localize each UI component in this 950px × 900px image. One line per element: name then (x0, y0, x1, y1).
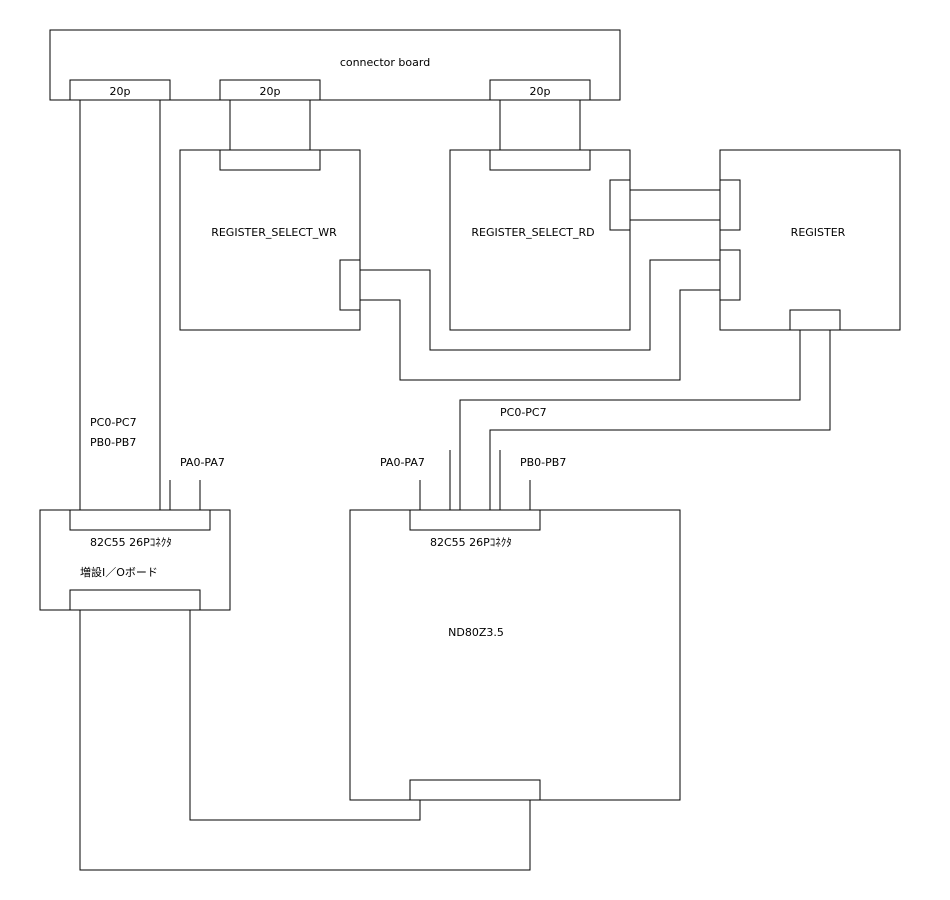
nd-signal-pc-label: PC0-PC7 (500, 406, 547, 419)
nd-signal-pa-label: PA0-PA7 (380, 456, 425, 469)
wire-wr-reg-a (360, 259, 720, 351)
wire-wr-reg-b (360, 289, 720, 381)
register-select-rd-box (449, 149, 631, 331)
connector-20p-left (69, 79, 171, 101)
register-select-wr-side-connector (339, 259, 361, 311)
io-signal-pc-label: PC0-PC7 (90, 416, 137, 429)
register-connector-bottom (789, 309, 841, 331)
nd80z-box (349, 509, 681, 801)
register-select-wr-top-connector (219, 149, 321, 171)
register-select-wr-label: REGISTER_SELECT_WR (211, 226, 337, 239)
connector-20p-mid-label: 20p (260, 85, 281, 98)
nd80z-connector-label: 82C55 26Pｺﾈｸﾀ (430, 536, 512, 549)
nd-signal-pb-label: PB0-PB7 (520, 456, 566, 469)
nd80z-label: ND80Z3.5 (448, 626, 504, 639)
register-select-rd-top-connector (489, 149, 591, 171)
wire-reg-nd-a (459, 330, 801, 510)
register-label: REGISTER (791, 226, 846, 239)
io-board-bottom-connector (69, 589, 201, 611)
connector-20p-left-label: 20p (110, 85, 131, 98)
io-board-label: 増設I／Oボード (80, 565, 158, 579)
register-connector-lower (719, 249, 741, 301)
register-select-rd-side-connector (609, 179, 631, 231)
register-select-wr-box (179, 149, 361, 331)
connector-board-label: connector board (340, 56, 430, 69)
io-board-26p-connector (69, 509, 211, 531)
register-select-rd-label: REGISTER_SELECT_RD (471, 226, 594, 239)
nd80z-bottom-connector (409, 779, 541, 801)
register-box (719, 149, 901, 331)
nd80z-26p-connector (409, 509, 541, 531)
wire-reg-nd-b (489, 330, 831, 510)
io-board-connector-label: 82C55 26Pｺﾈｸﾀ (90, 536, 172, 549)
io-signal-pb-label: PB0-PB7 (90, 436, 136, 449)
io-signal-pa-label: PA0-PA7 (180, 456, 225, 469)
register-connector-upper (719, 179, 741, 231)
connector-20p-right (489, 79, 591, 101)
wire-io-nd-a (189, 610, 421, 821)
wire-io-nd-b (79, 610, 531, 871)
connector-20p-right-label: 20p (530, 85, 551, 98)
connector-20p-mid (219, 79, 321, 101)
